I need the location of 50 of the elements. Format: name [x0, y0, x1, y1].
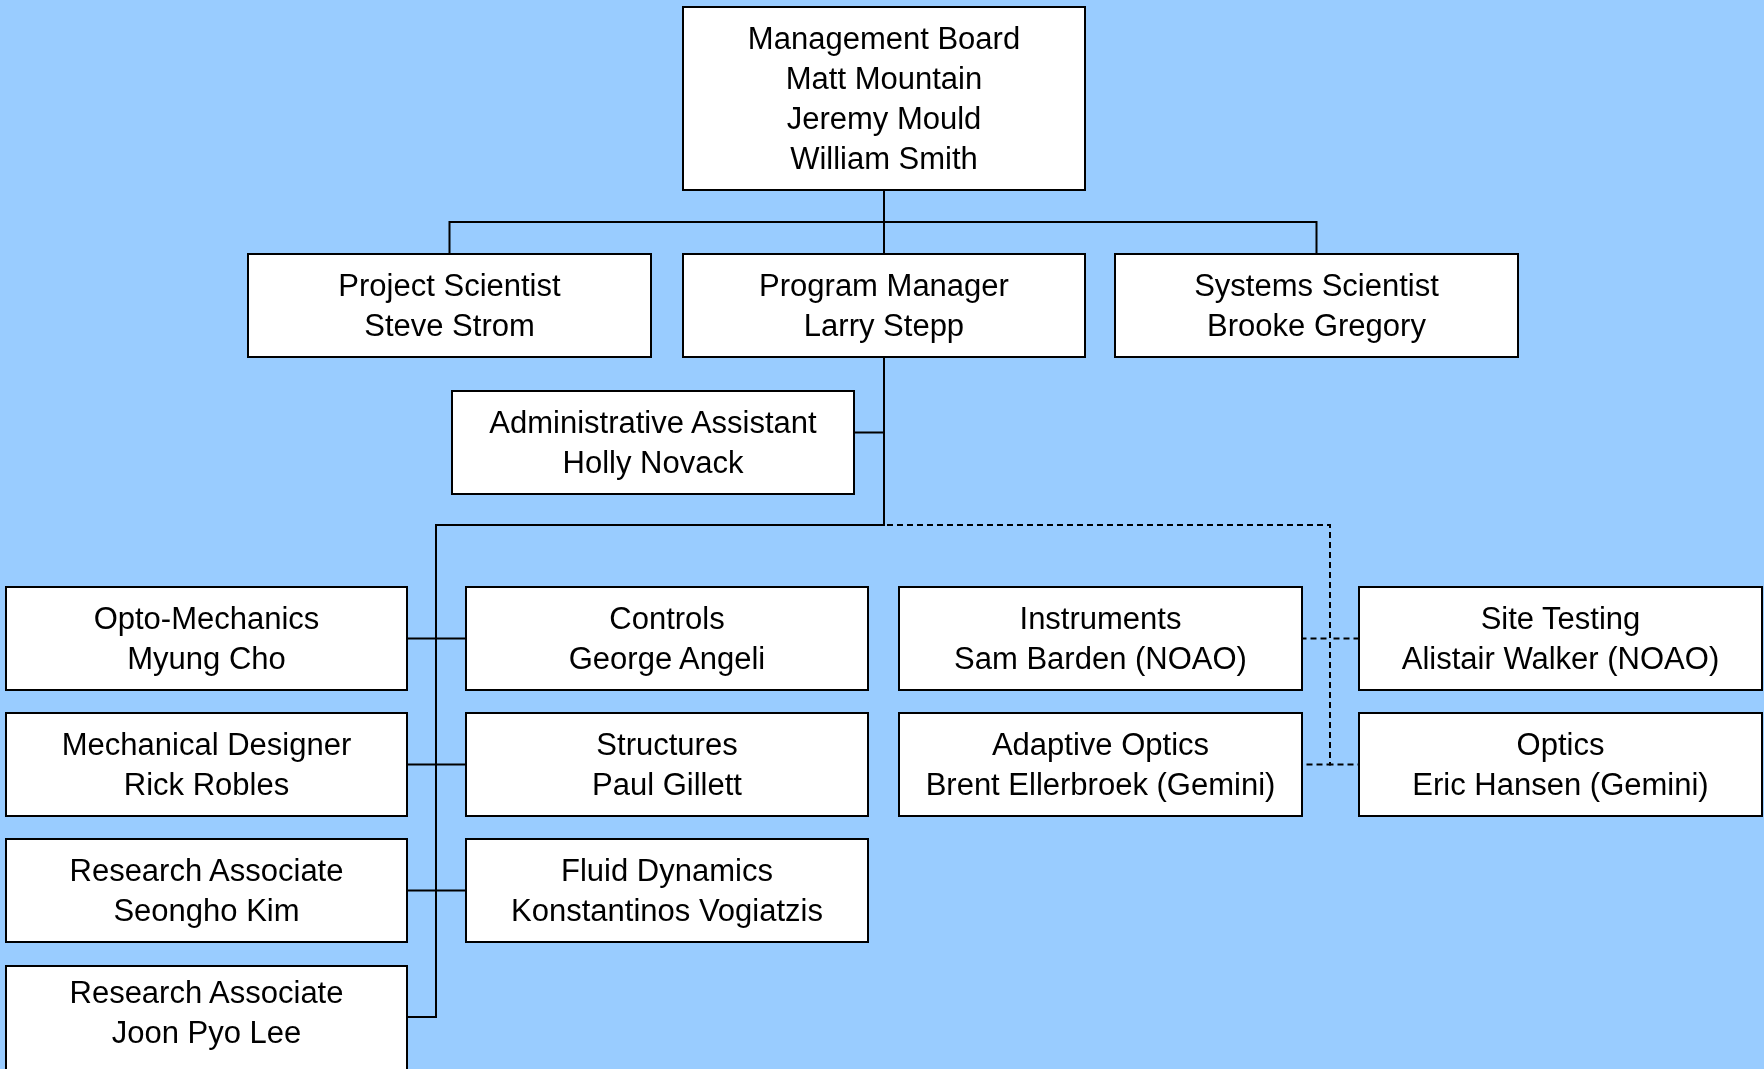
- role-title: Adaptive Optics: [991, 725, 1210, 764]
- role-title: Optics: [1516, 725, 1605, 764]
- org-box: [247, 253, 652, 358]
- person-name: Steve Strom: [364, 306, 535, 345]
- org-box: [465, 838, 869, 943]
- person-name: Larry Stepp: [803, 306, 965, 345]
- org-box: [1358, 586, 1763, 691]
- person-name: Konstantinos Vogiatzis: [511, 891, 823, 930]
- org-box: [682, 253, 1086, 358]
- role-title: Opto-Mechanics: [93, 599, 320, 638]
- role-title: Program Manager: [759, 266, 1009, 305]
- role-title: Research Associate: [69, 974, 344, 1012]
- org-box: [1114, 253, 1519, 358]
- org-box: [465, 586, 869, 691]
- person-name: Brooke Gregory: [1207, 306, 1426, 345]
- person-name: Paul Gillett: [592, 765, 742, 804]
- person-name: Matt Mountain: [785, 59, 983, 98]
- person-name: Myung Cho: [127, 639, 286, 678]
- person-name: Jeremy Mould: [786, 99, 982, 138]
- role-title: Controls: [609, 599, 725, 638]
- role-title: Structures: [596, 725, 738, 764]
- role-title: Mechanical Designer: [61, 725, 352, 764]
- person-name: Brent Ellerbroek (Gemini): [925, 765, 1276, 804]
- org-box: [5, 838, 408, 943]
- person-name: Holly Novack: [562, 443, 744, 482]
- org-box: [5, 586, 408, 691]
- org-box: [1358, 712, 1763, 817]
- role-title: Fluid Dynamics: [561, 851, 773, 890]
- person-name: Sam Barden (NOAO): [954, 639, 1247, 678]
- person-name: Seongho Kim: [113, 891, 300, 930]
- role-title: Site Testing: [1480, 599, 1641, 638]
- org-box: [5, 712, 408, 817]
- org-box: [465, 712, 869, 817]
- role-title: Instruments: [1019, 599, 1182, 638]
- person-name: George Angeli: [568, 639, 766, 678]
- role-title: Project Scientist: [338, 266, 561, 305]
- org-box: [5, 965, 408, 1069]
- person-name: Joon Pyo Lee: [111, 1014, 302, 1052]
- org-box: [898, 712, 1303, 817]
- person-name: Eric Hansen (Gemini): [1412, 765, 1709, 804]
- role-title: Management Board: [747, 19, 1021, 58]
- org-box: [682, 6, 1086, 191]
- role-title: Administrative Assistant: [489, 403, 817, 442]
- role-title: Systems Scientist: [1194, 266, 1439, 305]
- person-name: William Smith: [790, 139, 978, 178]
- org-box: [898, 586, 1303, 691]
- person-name: Alistair Walker (NOAO): [1401, 639, 1720, 678]
- person-name: Rick Robles: [123, 765, 290, 804]
- org-box: [451, 390, 855, 495]
- role-title: Research Associate: [69, 851, 344, 890]
